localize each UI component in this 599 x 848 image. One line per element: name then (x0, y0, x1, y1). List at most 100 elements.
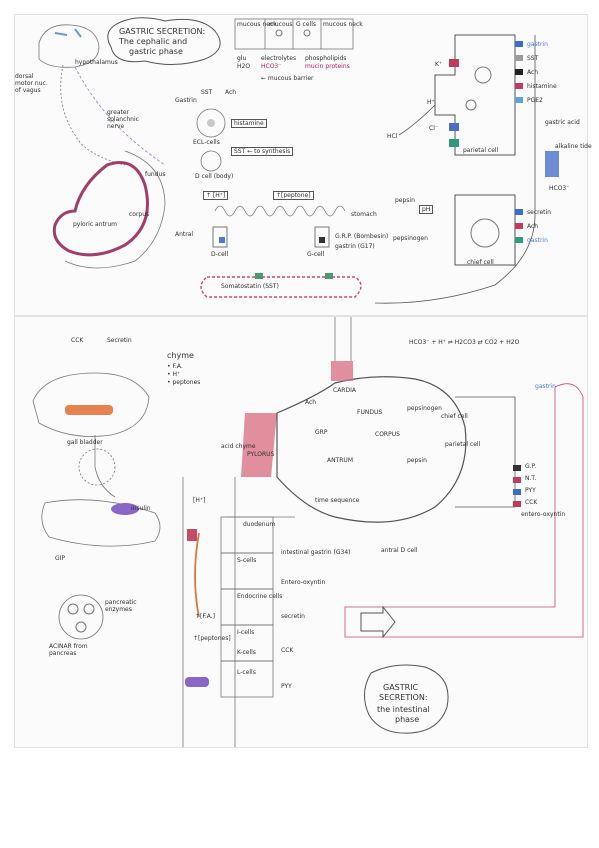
peptones-label: ↑[peptones] (193, 635, 231, 642)
cardia-label: CARDIA (333, 387, 356, 394)
pepsinogen-label: pepsinogen (393, 235, 428, 242)
alkaline-tide-label: alkaline tide (555, 143, 592, 150)
insulin-label: insulin (131, 505, 151, 512)
pepsin-label: pepsin (407, 457, 427, 464)
d-cell-body (200, 150, 222, 172)
hcl-label: HCl (387, 133, 398, 140)
hco3-equation: HCO3⁻ + H⁺ ⇌ H2CO3 ⇄ CO2 + H2O (409, 339, 520, 346)
ecl-cells-label: ECL-cells (193, 139, 220, 146)
stomach-label-fundus: fundus (145, 171, 166, 178)
receptor-label-gastrin: gastrin (527, 41, 548, 48)
top-title-line1: GASTRIC SECRETION: (119, 27, 206, 36)
chyme-label: chyme (167, 351, 194, 360)
k-cells-label: K-cells (237, 649, 256, 656)
pepsinogen-label: pepsinogen (407, 405, 442, 412)
vagus-nerve (60, 64, 126, 166)
receptor-label-gastrin: gastrin (535, 383, 556, 390)
bottom-title-line3: the intestinal (377, 705, 430, 714)
fundus-label: FUNDUS (357, 409, 383, 416)
receptor-label-sst: SST (527, 55, 539, 62)
duodenum-wheel (78, 448, 116, 486)
cephalic-gastric-phase-panel: GASTRIC SECRETION: The cephalic and gast… (14, 14, 592, 316)
pancreas-outline (41, 499, 161, 547)
d-cell-body-label: D cell (body) (195, 173, 234, 180)
h-conc-box: ↑ [H⁺] (203, 191, 229, 200)
chief-cell-outline (454, 194, 516, 266)
ach-label: Ach (305, 399, 317, 406)
chief-cell-label: chief cell (467, 259, 494, 266)
stomach-outline (52, 161, 149, 257)
row-label-phospholipids: phospholipids (305, 55, 347, 62)
gastric-acid-label: gastric acid (545, 119, 580, 126)
receptor-label-ach: Ach (527, 69, 539, 76)
row-label-h2o: H2O (237, 63, 251, 70)
sst-label: SST (201, 89, 213, 96)
receptor-label-pge2: PGE2 (527, 97, 543, 104)
hco3-label: HCO3⁻ (549, 185, 570, 192)
acinar-label: ACINAR from pancreas (49, 643, 88, 657)
somatostatin-label: Somatostatin (SST) (221, 283, 279, 290)
stomach-lumen-label: stomach (351, 211, 377, 218)
antral-label: Antral (175, 231, 194, 238)
ph-box: pH (419, 205, 434, 214)
acid-chyme-label: acid chyme (221, 443, 256, 450)
endocrine-cells-label: Endocrine cells (237, 593, 283, 600)
chief-receptor-ach: Ach (527, 223, 539, 230)
row-label-glu: glu (237, 55, 247, 62)
grp-label: GRP (315, 429, 328, 436)
bottom-title-line2: SECRETION: (379, 693, 428, 702)
stomach-outline (276, 376, 467, 523)
parietal-cell-label: parietal cell (463, 147, 499, 154)
pyy-out-label: PYY (281, 683, 292, 690)
big-arrow (360, 605, 396, 639)
hypothalamus-label: hypothalamus (75, 59, 118, 66)
fa-label: ↑[F.A.] (195, 613, 216, 620)
bottom-title-line1: GASTRIC (383, 683, 419, 692)
brain-outline (38, 24, 100, 68)
intestinal-phase-panel: CCK Secretin gall bladder chyme • F.A. •… (14, 316, 588, 748)
blood-vessel (200, 276, 362, 298)
antral-g-cell (314, 226, 330, 248)
histamine-box: histamine (231, 119, 267, 128)
antral-d-cell-label: antral D cell (381, 547, 418, 554)
bottom-title-line4: phase (395, 715, 420, 724)
gastrin-g17-label: gastrin (G17) (335, 243, 375, 250)
grp-label: G.R.P. (Bombesin) (335, 233, 389, 240)
s-cells-label: S-cells (237, 557, 257, 564)
chyme-item-peptones: • peptones (167, 379, 201, 386)
gastrin-label: Gastrin (175, 97, 197, 104)
stomach-label-corpus: corpus (129, 211, 150, 218)
dorsal-vagus-label: dorsal motor nuc. of vagus (15, 73, 48, 94)
chyme-item-h: • H⁺ (167, 371, 181, 378)
liver-outline (32, 372, 150, 437)
mucous-barrier-label: ← mucous barrier (261, 75, 314, 82)
bottom-diagram-drawing (32, 317, 584, 747)
acinar-cluster (58, 594, 104, 640)
parietal-cell-label: parietal cell (445, 441, 481, 448)
h-ion-label: H⁺ (427, 99, 435, 106)
i-cells-label: I-cells (237, 629, 255, 636)
parietal-cell-outline (434, 34, 516, 156)
duodenum-label: duodenum (243, 521, 276, 528)
pylorus-band (241, 413, 277, 477)
entero-oxyntin-label: Entero-oxyntin (281, 579, 326, 586)
cck-out-label: CCK (281, 647, 294, 654)
h-conc-label: [H⁺] (193, 497, 206, 504)
receptor-label-nt: N.T. (525, 475, 537, 482)
peptone-box: ↑[peptone] (273, 191, 314, 200)
antral-d-cell (212, 226, 228, 248)
ecl-cell (196, 108, 226, 138)
chief-cell-label: chief cell (441, 413, 468, 420)
pancreatic-enzymes-label: pancreatic enzymes (105, 599, 137, 613)
pepsin-label: pepsin (395, 197, 415, 204)
row-label-electrolytes: electrolytes (261, 55, 297, 62)
ach-label: Ach (225, 89, 237, 96)
receptor-label-cck: CCK (525, 499, 538, 506)
stomach-label-antrum: pyloric antrum (73, 221, 117, 228)
secretin-label: Secretin (107, 337, 132, 344)
receptor-label-histamine: histamine (527, 83, 557, 90)
cck-label: CCK (71, 337, 84, 344)
blood-loop (344, 383, 584, 638)
gall-bladder-label: gall bladder (67, 439, 103, 446)
antrum-label: ANTRUM (327, 457, 353, 464)
